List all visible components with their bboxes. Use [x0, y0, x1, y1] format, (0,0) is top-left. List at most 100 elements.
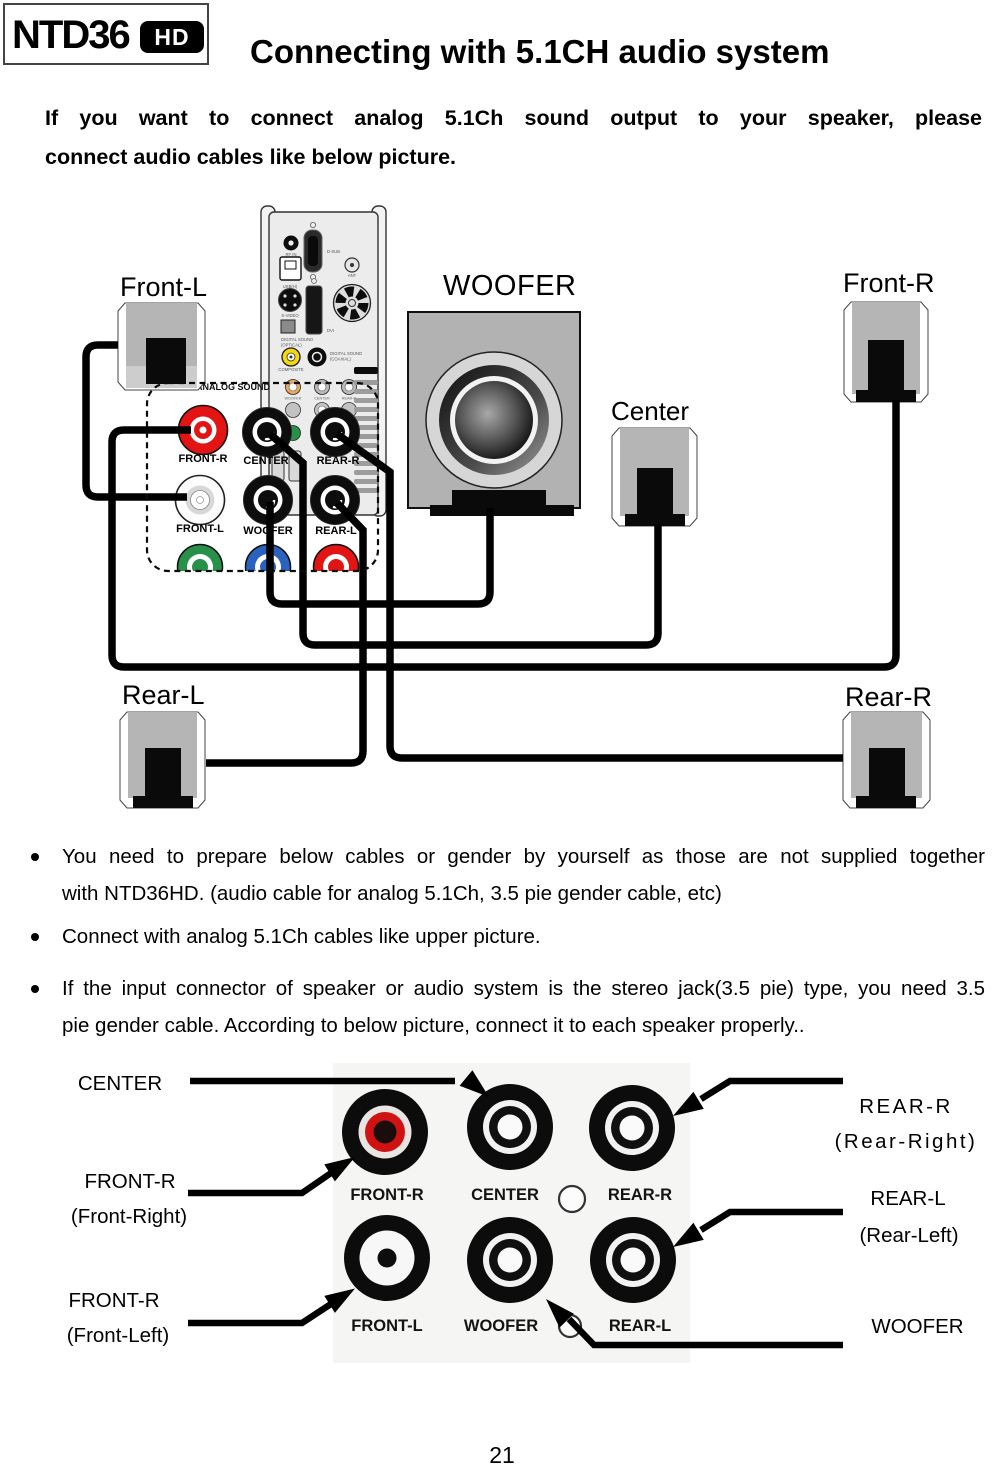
bullet-2-line-1: Connect with analog 5.1Ch cables like up…: [62, 925, 541, 948]
arrowheads: [324, 1070, 704, 1328]
speaker-label-rear-r: Rear-R: [845, 682, 933, 712]
mini-center-label: CENTER: [314, 397, 330, 401]
logo: NTD36 HD: [3, 3, 209, 65]
composite-jack-icon: [281, 347, 301, 367]
coaxial-label-1: DIGITAL SOUND: [330, 351, 362, 356]
annotation-front-left-2: (Front-Left): [66, 1324, 170, 1347]
optical-connector-icon: [280, 319, 296, 334]
cable-front-l: [82, 341, 187, 501]
callout-jacks: [174, 404, 360, 571]
usb-label: USB(H): [283, 284, 298, 289]
photo-label-woofer: WOOFER: [463, 1317, 539, 1335]
logo-text: NTD36: [12, 13, 131, 57]
svideo-connector-icon: [278, 288, 302, 312]
photo-label-rear-r: REAR-R: [607, 1186, 673, 1204]
dsub-connector-icon: [303, 221, 323, 280]
speaker-label-rear-l: Rear-L: [122, 680, 205, 710]
annotation-front-right-1: FRONT-R: [84, 1170, 176, 1193]
connector-photo: [333, 1063, 690, 1363]
page-number: 21: [489, 1442, 515, 1468]
speaker-front-r: [843, 301, 929, 403]
bullet-dot: [31, 933, 39, 941]
svideo-label: S-VIDEO: [281, 313, 299, 318]
annotation-front-left-1: FRONT-R: [68, 1289, 160, 1312]
intro-line-1: If you want to connect analog 5.1Ch soun…: [45, 106, 982, 130]
dvi-connector-icon: [305, 285, 323, 335]
photo-jack-rear-l: [590, 1217, 676, 1303]
rf-label: RF IN: [286, 252, 297, 257]
cable-rear-r: [334, 430, 843, 762]
optical-label-2: (OPTICAL): [281, 343, 302, 348]
rear-right-arrow: [699, 1077, 843, 1102]
photo-label-center: CENTER: [471, 1186, 539, 1204]
callout-jack-red2: [312, 543, 360, 571]
dsub-label: D-SUB: [327, 249, 340, 254]
screw-icon: [557, 1184, 587, 1214]
bullet-1-line-1: You need to prepare below cables or gend…: [62, 845, 985, 868]
callout-label-front-r: FRONT-R: [178, 453, 228, 465]
bullet-dot: [31, 853, 39, 861]
callout-label-rear-l: REAR-L: [315, 525, 357, 537]
photo-jack-front-r: [342, 1089, 428, 1175]
bullet-3-line-2: pie gender cable. According to below pic…: [62, 1014, 805, 1037]
page-title: Connecting with 5.1CH audio system: [250, 33, 830, 70]
coaxial-jack-icon: [307, 347, 327, 367]
bullet-1-line-2: with NTD36HD. (audio cable for analog 5.…: [62, 882, 722, 905]
front-right-arrow: [188, 1168, 336, 1197]
ant-label: ANT: [348, 273, 357, 278]
callout-label-woofer: WOOFER: [243, 525, 293, 537]
speaker-label-woofer: WOOFER: [443, 270, 577, 302]
cable-rear-l: [206, 500, 367, 767]
annotation-rear-left-2: (Rear-Left): [859, 1224, 959, 1247]
speaker-label-front-r: Front-R: [843, 268, 935, 298]
photo-jack-rear-r: [589, 1085, 675, 1171]
photo-label-front-l: FRONT-L: [351, 1317, 423, 1335]
analog-sound-fragment: ANALOG SOUND: [196, 382, 271, 392]
callout-label-rear-r: REAR-R: [316, 455, 360, 467]
annotation-woofer: WOOFER: [871, 1315, 964, 1338]
speaker-cables: [82, 341, 900, 767]
callout-jack-woofer: [243, 475, 293, 525]
callout-jack-front-l: [174, 474, 226, 526]
callout-label-front-l: FRONT-L: [176, 523, 224, 535]
photo-jack-front-l: [344, 1215, 430, 1301]
callout-jack-green: [176, 543, 224, 571]
device-back-panel: RF IN D-SUB ANT USB(H): [196, 205, 387, 517]
photo-jack-center: [467, 1084, 553, 1170]
speaker-rear-r: [842, 711, 931, 809]
bullet-3-line-1: If the input connector of speaker or aud…: [62, 977, 985, 1000]
mini-woofer-label: WOOFER: [284, 397, 301, 401]
dvi-label: DVI: [327, 328, 334, 333]
coaxial-label-2: (COAXIAL): [330, 357, 352, 362]
hd-badge: HD: [140, 21, 204, 53]
photo-label-front-r: FRONT-R: [350, 1186, 424, 1204]
front-left-arrow: [188, 1299, 336, 1327]
speaker-center: [611, 427, 698, 527]
bullet-dot: [31, 985, 39, 993]
optical-label-1: DIGITAL SOUND: [281, 337, 313, 342]
annotation-rear-right-1: REAR-R: [859, 1095, 953, 1118]
composite-label: COMPOSITE: [278, 367, 303, 372]
speaker-label-front-l: Front-L: [120, 272, 208, 302]
speaker-label-center: Center: [611, 396, 690, 426]
annotation-rear-left-1: REAR-L: [870, 1187, 946, 1210]
hd-badge-text: HD: [154, 23, 190, 50]
callout-label-center: CENTER: [243, 455, 289, 467]
cable-center: [267, 431, 662, 649]
woofer-arrow: [566, 1316, 843, 1349]
photo-jack-woofer: [467, 1217, 553, 1303]
cable-front-r: [108, 400, 900, 671]
fan-icon: [332, 283, 372, 323]
annotation-center: CENTER: [77, 1072, 163, 1095]
annotation-arrows: [188, 1077, 843, 1349]
annotation-front-right-2: (Front-Right): [70, 1205, 188, 1228]
mini-rear-r-label: REAR-R: [342, 397, 357, 401]
rear-left-arrow: [699, 1208, 843, 1233]
callout-dashed-box: [145, 381, 380, 573]
usb-connector-icon: [279, 256, 302, 281]
speaker-front-l: [117, 302, 206, 391]
cable-woofer: [266, 502, 494, 608]
photo-label-rear-l: REAR-L: [608, 1317, 672, 1335]
